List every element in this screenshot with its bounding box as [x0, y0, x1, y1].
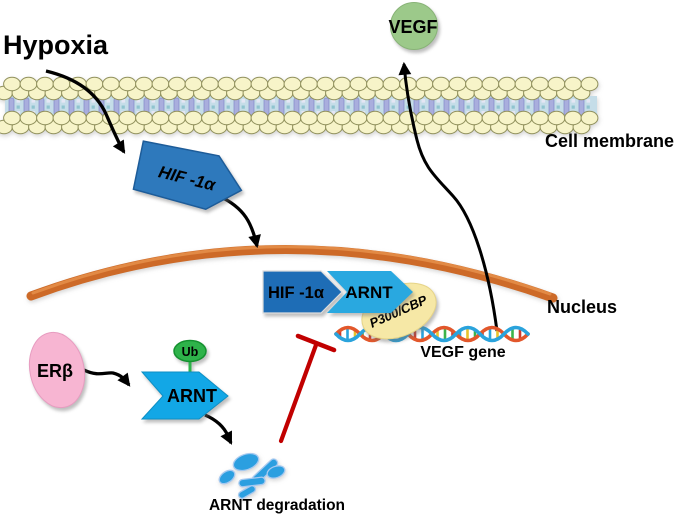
hypoxia-to-hif1a-arrow: [45, 69, 126, 154]
ub-label: Ub: [182, 345, 199, 359]
membrane-lipids: [0, 76, 599, 135]
hif1a-arnt-complex: HIF -1α ARNT: [262, 270, 413, 314]
arnt-complex-shape: [327, 271, 413, 313]
hypoxia-label: Hypoxia: [3, 30, 109, 60]
ub-tag: [173, 339, 207, 363]
inhibition-stem: [278, 342, 319, 444]
vegf-gene-label: VEGF gene: [420, 344, 505, 361]
erb-label: ERβ: [37, 361, 73, 381]
arnt-degradation-label: ARNT degradation: [209, 497, 345, 514]
arnt-degradation-fragments: [218, 452, 286, 499]
arnt-to-degradation-arrow: [204, 413, 233, 445]
vegf-secretion-arrow: [398, 61, 499, 332]
nucleus-envelope: [26, 245, 558, 303]
arnt-complex-label: ARNT: [345, 283, 393, 302]
erb-node: ERβ: [28, 331, 86, 409]
degradation-inhibition-tbar: [278, 333, 337, 444]
nucleus-arc-highlight: [31, 245, 552, 296]
hif1a-shape: [132, 140, 243, 211]
fragment: [218, 469, 236, 485]
vegf-node: VEGF: [388, 2, 438, 50]
nucleus-arc: [26, 245, 558, 303]
vegf-circle: [390, 2, 438, 50]
erb-to-arnt-arrow: [83, 368, 131, 387]
hif1a-nuclear-translocation-arrow: [218, 194, 261, 249]
fragment: [266, 465, 286, 479]
hif1a-complex-shape: [262, 270, 343, 314]
cell-membrane: [0, 76, 599, 135]
arnt-node: Ub ARNT: [140, 339, 229, 420]
cell-membrane-label: Cell membrane: [545, 131, 674, 151]
arnt-shape: [140, 371, 229, 420]
hif1a-complex-label: HIF -1α: [268, 284, 324, 302]
fragment: [232, 452, 260, 472]
nucleus-label: Nucleus: [547, 297, 617, 317]
fragment: [237, 485, 257, 499]
hif1a-node: HIF -1α: [132, 140, 243, 211]
arnt-label: ARNT: [167, 386, 217, 406]
vegf-label: VEGF: [388, 17, 437, 37]
inhibition-crossbar: [295, 333, 337, 353]
